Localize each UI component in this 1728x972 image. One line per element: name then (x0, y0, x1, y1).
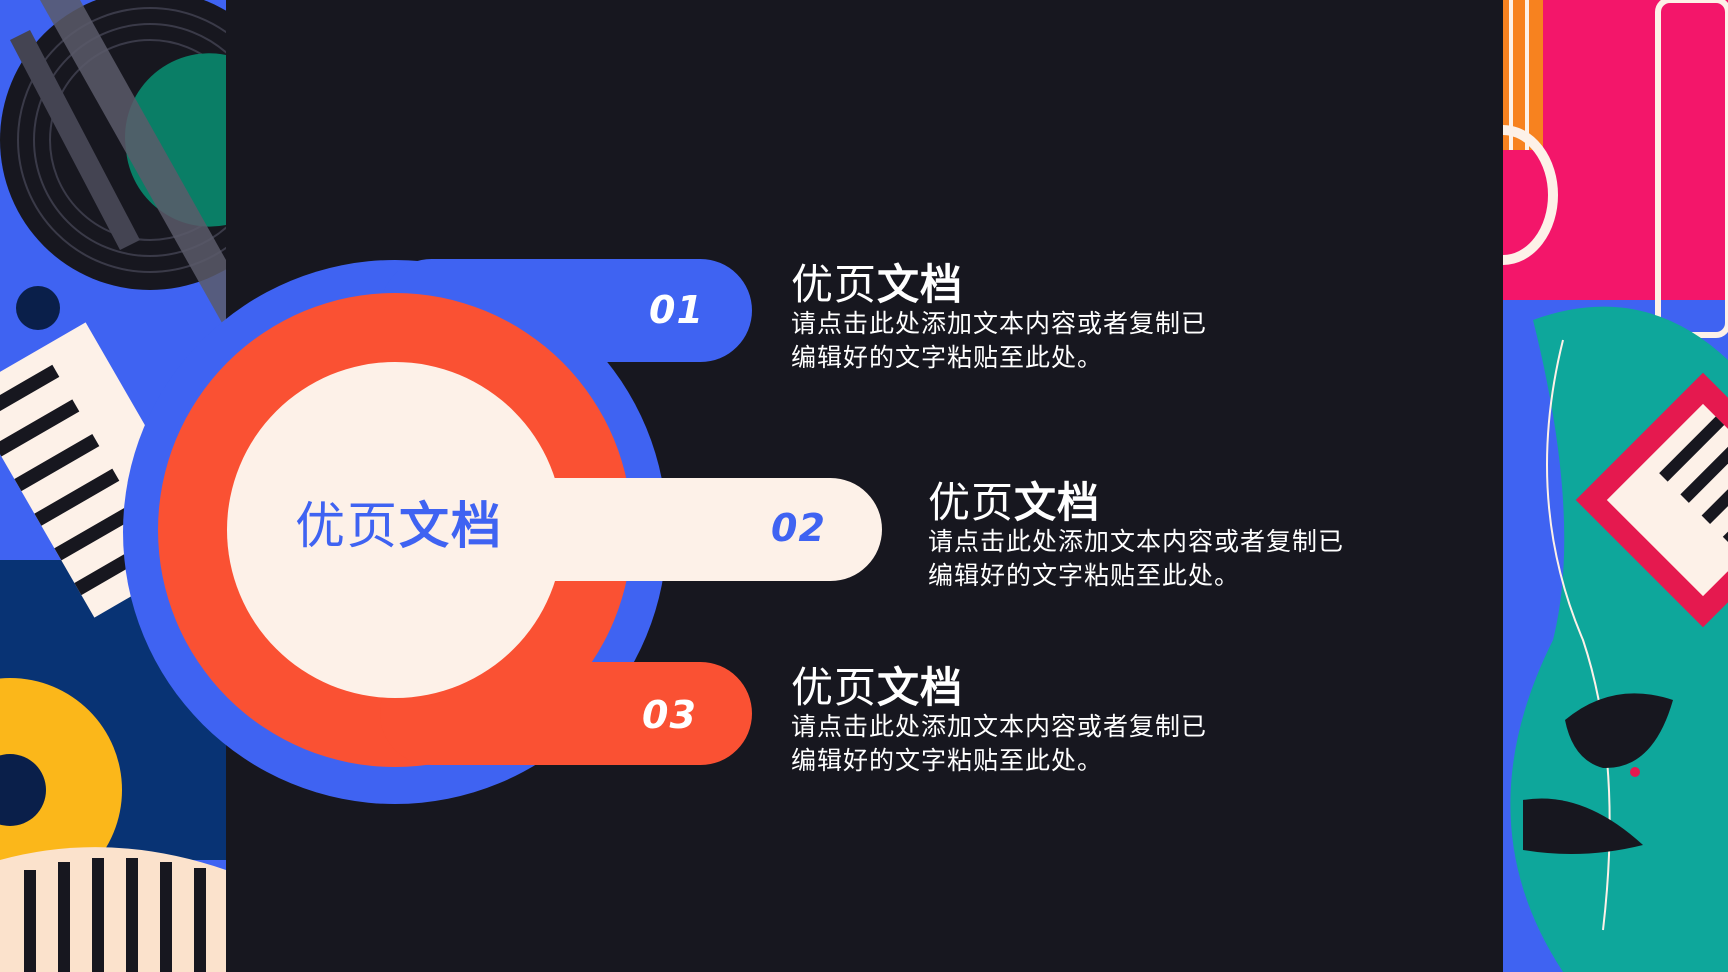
item-number-02: 02 (771, 506, 826, 550)
pill-02 (450, 478, 882, 581)
inner-cream-circle (227, 362, 563, 698)
item-01-title[interactable]: 优页文档 (791, 261, 963, 309)
item-03-body-line2: 编辑好的文字粘贴至此处。 (791, 746, 1104, 775)
lips-icon (1523, 693, 1673, 854)
item-03-body-line1: 请点击此处添加文本内容或者复制已 (791, 712, 1208, 741)
item-01-body-line1: 请点击此处添加文本内容或者复制已 (791, 309, 1208, 338)
center-title-part2: 文档 (399, 497, 503, 555)
yellow-record-icon (0, 678, 122, 902)
item-02-title-part2: 文档 (1014, 478, 1101, 527)
pill-03 (380, 662, 752, 765)
item-01-title-part1: 优页 (791, 260, 878, 309)
right-decorative-illustration (1503, 0, 1728, 972)
center-title-part1: 优页 (295, 497, 399, 555)
item-03-title-part1: 优页 (791, 663, 878, 712)
item-01-body-line2: 编辑好的文字粘贴至此处。 (791, 343, 1104, 372)
item-number-01: 01 (649, 288, 704, 332)
item-01-title-part2: 文档 (877, 260, 964, 309)
item-number-03: 03 (642, 693, 697, 737)
item-03-title[interactable]: 优页文档 (791, 664, 963, 712)
item-03-body[interactable]: 请点击此处添加文本内容或者复制已 编辑好的文字粘贴至此处。 (791, 710, 1207, 778)
item-02-title-part1: 优页 (928, 478, 1015, 527)
center-title: 优页文档 (295, 496, 503, 556)
item-02-body-line1: 请点击此处添加文本内容或者复制已 (928, 527, 1345, 556)
item-03-title-part2: 文档 (877, 663, 964, 712)
item-02-body[interactable]: 请点击此处添加文本内容或者复制已 编辑好的文字粘贴至此处。 (928, 525, 1344, 593)
bottom-keys-icon (0, 847, 226, 972)
item-01-body[interactable]: 请点击此处添加文本内容或者复制已 编辑好的文字粘贴至此处。 (791, 307, 1207, 375)
item-02-body-line2: 编辑好的文字粘贴至此处。 (928, 561, 1241, 590)
item-02-title[interactable]: 优页文档 (928, 479, 1100, 527)
central-diagram (123, 259, 882, 804)
